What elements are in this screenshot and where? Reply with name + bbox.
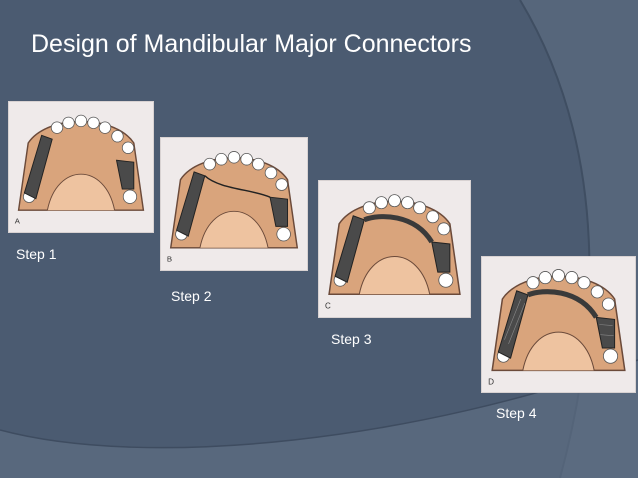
step-2-image: B (160, 137, 308, 271)
mandibular-cast-illustration: D (488, 269, 626, 387)
mandibular-cast-illustration: A (15, 114, 145, 226)
svg-text:D: D (488, 378, 494, 387)
svg-text:A: A (15, 217, 21, 226)
step-1-image: A (8, 101, 154, 233)
step-3-label: Step 3 (331, 331, 372, 347)
step-1-label: Step 1 (16, 246, 57, 262)
mandibular-cast-illustration: C (325, 194, 461, 310)
mandibular-cast-illustration: B (167, 151, 299, 263)
step-4-image: D (481, 256, 636, 393)
svg-text:B: B (167, 254, 172, 263)
step-4-label: Step 4 (496, 405, 537, 421)
step-2-label: Step 2 (171, 288, 212, 304)
slide-title: Design of Mandibular Major Connectors (31, 30, 472, 58)
svg-text:C: C (325, 301, 331, 310)
step-3-image: C (318, 180, 471, 318)
